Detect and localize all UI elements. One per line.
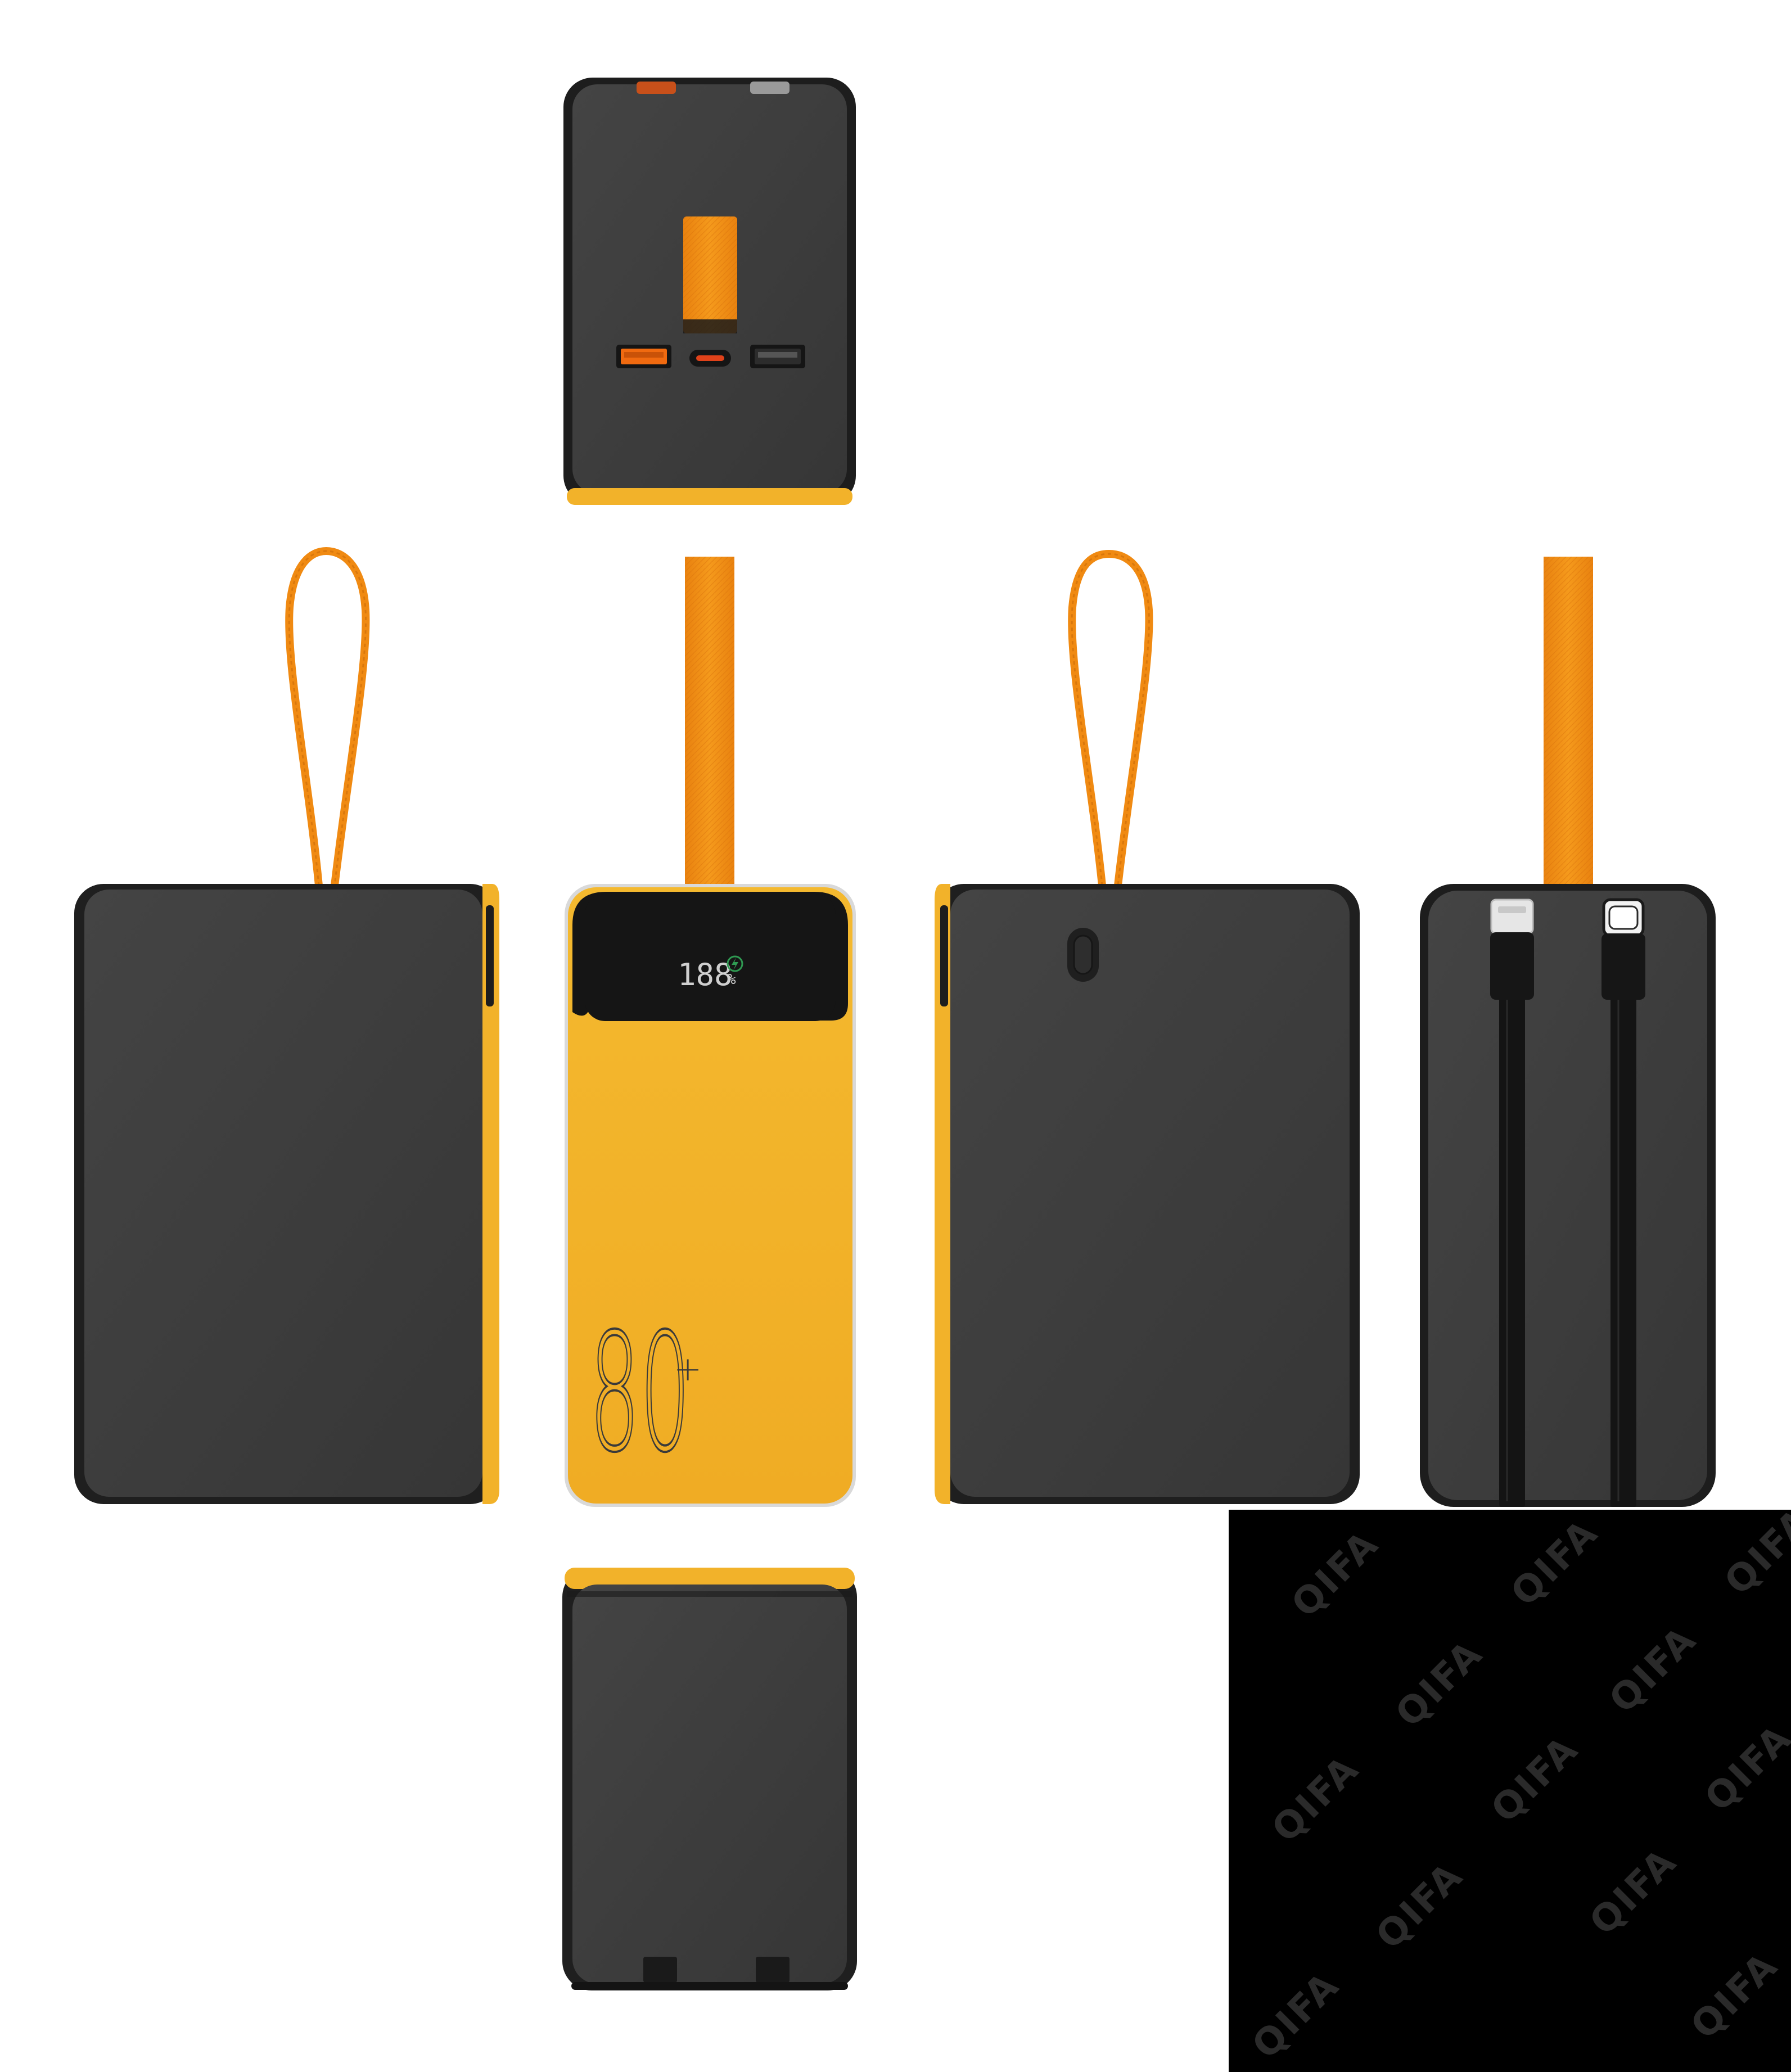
back-view	[935, 549, 1360, 1504]
cord-loop	[285, 547, 370, 890]
lip-port-left-icon	[637, 82, 676, 94]
lightning-connector-icon	[1490, 899, 1534, 1000]
usb-a-port-icon	[616, 345, 671, 368]
front-view: 188 % 80 +	[565, 557, 856, 1507]
right-side-view	[1420, 557, 1716, 1507]
usb-c-port-icon	[689, 350, 731, 367]
capacity-plus: +	[674, 1349, 702, 1389]
watermark-panel: QIFA QIFA QIFA QIFA QIFA QIFA QIFA QIFA …	[1229, 1499, 1791, 2072]
capacity-number: 80	[589, 1299, 691, 1488]
power-button-icon	[1067, 928, 1099, 982]
left-side-view	[74, 547, 499, 1504]
usb-a-port-icon	[750, 345, 805, 368]
bottom-view	[562, 1568, 857, 1990]
cord-loop	[1068, 549, 1153, 890]
top-view	[563, 78, 856, 505]
bottom-view-yellow-edge	[565, 1568, 855, 1589]
display-digits: 188	[678, 957, 733, 992]
lightning-bolt-icon	[727, 955, 743, 972]
display-bezel	[585, 894, 836, 1021]
top-view-yellow-edge	[567, 488, 852, 505]
display-percent: %	[727, 971, 736, 988]
lip-port-right-icon	[750, 82, 790, 94]
usb-c-connector-icon	[1601, 898, 1645, 1000]
